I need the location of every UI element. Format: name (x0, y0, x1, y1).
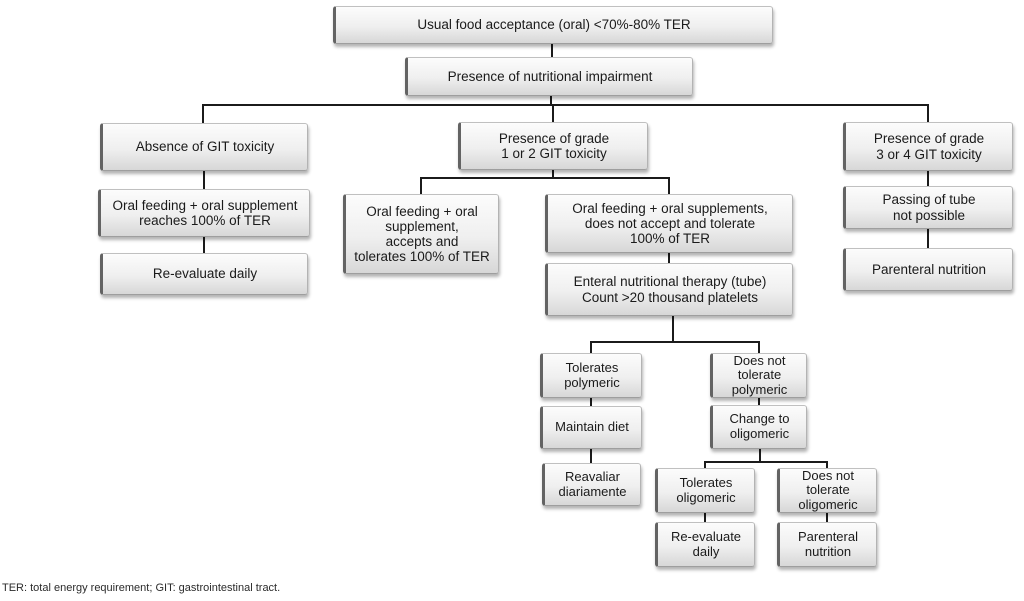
node-change-to-oligomeric: Change to oligomeric (710, 405, 807, 449)
connector-line (927, 171, 929, 186)
node-does-not-tolerate-oligomeric: Does not tolerate oligomeric (777, 468, 877, 513)
connector-line (927, 229, 929, 248)
connector-line (552, 170, 554, 178)
connector-line (550, 96, 552, 106)
node-oral-does-not-accept: Oral feeding + oral supplements, does no… (545, 194, 793, 253)
connector-line (704, 461, 706, 468)
connector-line (420, 177, 670, 179)
connector-line (590, 398, 592, 406)
connector-line (927, 104, 929, 123)
connector-line (590, 341, 760, 343)
connector-line (552, 104, 554, 123)
connector-line (672, 316, 674, 343)
node-does-not-tolerate-polymeric: Does not tolerate polymeric (710, 353, 807, 398)
node-parenteral-nutrition-right: Parenteral nutrition (843, 248, 1013, 291)
node-nutritional-impairment: Presence of nutritional impairment (405, 57, 693, 96)
node-grade-3-4-git-toxicity: Presence of grade 3 or 4 GIT toxicity (843, 122, 1013, 171)
node-maintain-diet: Maintain diet (540, 406, 642, 449)
connector-line (758, 398, 760, 405)
node-parenteral-nutrition-bottom: Parenteral nutrition (777, 522, 877, 567)
node-tolerates-polymeric: Tolerates polymeric (540, 353, 642, 398)
connector-line (590, 341, 592, 353)
connector-line (202, 104, 929, 106)
node-absence-git-toxicity: Absence of GIT toxicity (100, 123, 308, 171)
connector-line (203, 237, 205, 253)
connector-line (704, 461, 828, 463)
connector-line (826, 513, 828, 522)
node-oral-supplement-reaches-ter: Oral feeding + oral supplement reaches 1… (98, 189, 310, 237)
connector-line (551, 44, 553, 58)
connector-line (590, 449, 592, 463)
connector-line (826, 461, 828, 468)
node-reevaluate-daily-left: Re-evaluate daily (100, 253, 308, 295)
connector-line (758, 341, 760, 353)
connector-line (420, 177, 422, 194)
node-grade-1-2-git-toxicity: Presence of grade 1 or 2 GIT toxicity (458, 122, 648, 170)
node-tolerates-oligomeric: Tolerates oligomeric (655, 468, 755, 513)
node-enteral-nutritional-therapy: Enteral nutritional therapy (tube) Count… (545, 263, 793, 316)
node-passing-tube-not-possible: Passing of tube not possible (843, 186, 1013, 229)
node-reevaluate-daily-bottom: Re-evaluate daily (655, 522, 755, 567)
figure-footnote: TER: total energy requirement; GIT: gast… (2, 582, 281, 594)
node-oral-accepts-tolerates: Oral feeding + oral supplement, accepts … (343, 194, 499, 274)
connector-line (759, 449, 761, 462)
node-reavaliar-diariamente: Reavaliar diariamente (542, 463, 641, 506)
connector-line (203, 171, 205, 189)
connector-line (704, 513, 706, 522)
connector-line (202, 104, 204, 124)
connector-line (668, 253, 670, 263)
node-usual-food-acceptance: Usual food acceptance (oral) <70%-80% TE… (333, 6, 773, 44)
connector-line (668, 177, 670, 194)
